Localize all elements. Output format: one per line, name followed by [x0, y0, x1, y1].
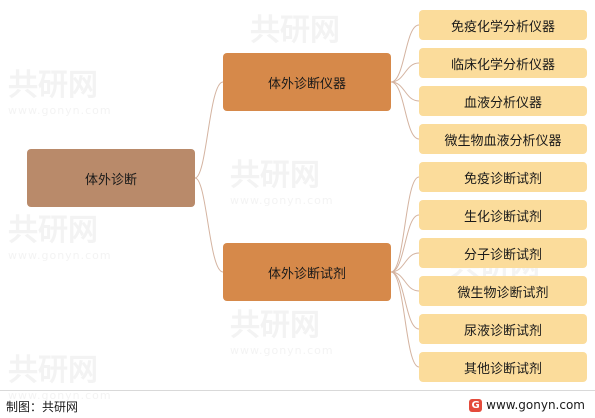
connector-branch-2-leaf-5: [390, 271, 420, 330]
leaf-node: 尿液诊断试剂: [419, 314, 587, 344]
gonyn-logo-icon: G: [469, 398, 483, 412]
root-node: 体外诊断: [27, 149, 195, 207]
footer: 制图：共研网 G www.gonyn.com: [0, 390, 595, 418]
leaf-node: 分子诊断试剂: [419, 238, 587, 268]
connector-root-branch-1: [194, 81, 224, 179]
site-url: www.gonyn.com: [486, 398, 585, 412]
leaf-node: 生化诊断试剂: [419, 200, 587, 230]
connector-branch-2-leaf-1: [390, 176, 420, 273]
connector-branch-1-leaf-1: [390, 24, 420, 83]
leaf-node: 血液分析仪器: [419, 86, 587, 116]
leaf-node: 免疫诊断试剂: [419, 162, 587, 192]
leaf-node: 免疫化学分析仪器: [419, 10, 587, 40]
leaf-node: 微生物诊断试剂: [419, 276, 587, 306]
connector-branch-2-leaf-3: [390, 252, 420, 273]
leaf-node: 其他诊断试剂: [419, 352, 587, 382]
branch-node-reagents: 体外诊断试剂: [223, 243, 391, 301]
leaf-node: 微生物血液分析仪器: [419, 124, 587, 154]
site-credit: G www.gonyn.com: [469, 398, 585, 412]
connector-branch-2-leaf-6: [390, 271, 420, 368]
source-credit: 制图：共研网: [6, 400, 79, 414]
branch-node-instruments: 体外诊断仪器: [223, 53, 391, 111]
connector-branch-1-leaf-4: [390, 81, 420, 140]
connector-root-branch-2: [194, 177, 224, 273]
leaf-node: 临床化学分析仪器: [419, 48, 587, 78]
connector-branch-1-leaf-3: [390, 81, 420, 102]
connector-branch-1-leaf-2: [390, 62, 420, 83]
connector-branch-2-leaf-2: [390, 214, 420, 273]
